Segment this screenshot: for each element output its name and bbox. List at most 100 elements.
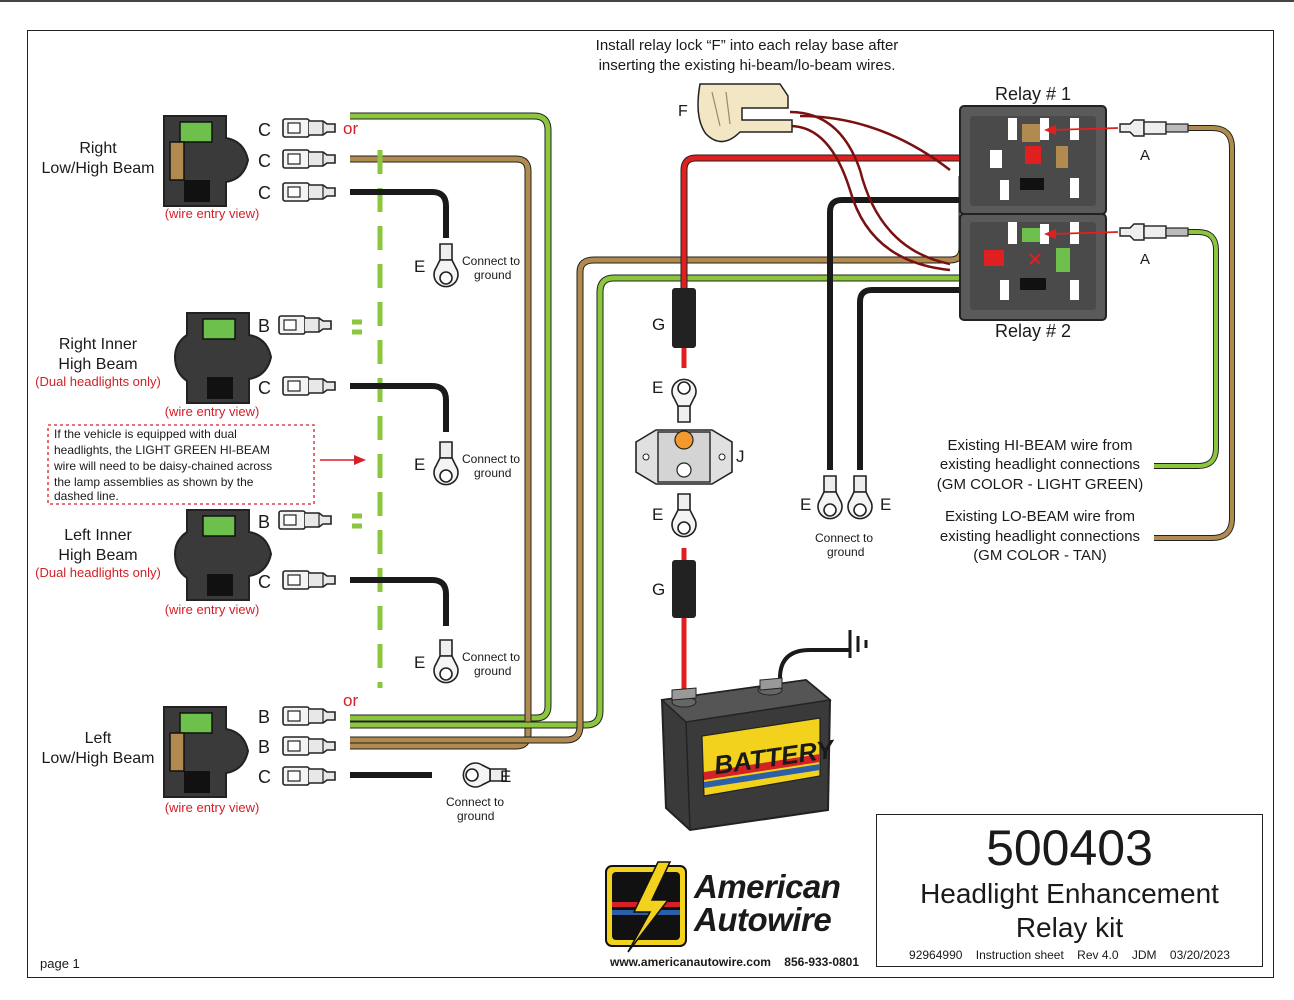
conn2-dual-note: (Dual headlights only) [35, 374, 161, 389]
existing-hi-beam-wire [1154, 230, 1218, 468]
relay2-insert-arrow [1049, 231, 1119, 235]
logo-wordmark: American Autowire [694, 868, 841, 936]
right-low-high-beam-connector [163, 115, 249, 207]
relay-2-label: Relay # 2 [995, 321, 1071, 341]
e-label: E [500, 767, 511, 786]
e-label: E [414, 455, 425, 474]
pin-label: C [258, 151, 271, 171]
dual-headlight-callout [47, 424, 315, 505]
phone-number: 856-933-0801 [784, 955, 860, 969]
g-label: G [652, 580, 665, 599]
existing-hi-outline [1154, 229, 1219, 469]
battery [660, 630, 868, 832]
fuse-holder-g-bottom [672, 560, 696, 618]
instruction-line-2: inserting the existing hi-beam/lo-beam w… [599, 57, 896, 74]
relay-lock-wire-2 [789, 124, 951, 272]
conn2-name-line2: High Beam [58, 356, 137, 373]
pin-label: C [258, 183, 271, 203]
conn2-name-line1: Right Inner [59, 336, 138, 353]
doc-number: 92964990 [909, 948, 963, 962]
ring-terminal-e-lower [671, 493, 697, 538]
ground-label: ground [474, 268, 511, 282]
conn4-name-line1: Left [85, 730, 112, 747]
existing-lo-outline [1154, 125, 1235, 541]
pin-label: C [258, 767, 271, 787]
f-label: F [678, 103, 688, 120]
g-label: G [652, 315, 665, 334]
red-power-outline [680, 154, 1000, 288]
relay-2 [959, 213, 1107, 321]
relay-1 [959, 105, 1107, 215]
relay-ground-ring-2 [847, 475, 873, 520]
ground-label: ground [827, 545, 864, 559]
pin-label: B [258, 707, 270, 727]
circuit-breaker-j [635, 429, 733, 485]
or-label-bottom: or [343, 691, 358, 710]
e-label: E [880, 495, 891, 514]
ground-ring-1 [433, 243, 459, 288]
instruction-line-1: Install relay lock “F” into each relay b… [596, 37, 899, 54]
or-label-top: or [343, 119, 358, 138]
pin-label: B [258, 737, 270, 757]
author: JDM [1131, 948, 1157, 962]
e-label: E [652, 505, 663, 524]
document-meta: 92964990 Instruction sheet Rev 4.0 JDM 0… [877, 948, 1262, 962]
diagram-frame [27, 30, 1274, 978]
left-low-high-beam-connector [163, 706, 249, 798]
callout-line: the lamp assemblies as shown by the [54, 475, 254, 489]
ground-label: ground [457, 809, 494, 823]
callout-line: headlights, the LIGHT GREEN HI-BEAM [54, 443, 270, 457]
relay2-ground-wire [857, 287, 968, 470]
existing-hi-line2: existing headlight connections [940, 456, 1140, 473]
relay-ground-ring-1 [817, 475, 843, 520]
ground-wire-2 [350, 383, 449, 432]
title-block: 500403 Headlight Enhancement Relay kit 9… [876, 814, 1263, 967]
relay1-ground-wire [827, 197, 968, 470]
connect-to-label: Connect to [446, 795, 504, 809]
website-link[interactable]: www.americanautowire.com [610, 955, 771, 969]
conn3-dual-note: (Dual headlights only) [35, 565, 161, 580]
existing-hi-line1: Existing HI-BEAM wire from [947, 437, 1132, 454]
conn4-view-note: (wire entry view) [165, 800, 260, 815]
connect-to-label: Connect to [462, 254, 520, 268]
green-hi-beam-wire [350, 113, 551, 721]
ground-wire-1 [350, 189, 449, 238]
part-number: 500403 [986, 820, 1153, 876]
logo-line-1: American [694, 868, 841, 905]
terminal-a-top [1119, 119, 1189, 137]
pin-label: C [258, 378, 271, 398]
ground-label: ground [474, 664, 511, 678]
conn1-name-line2: Low/High Beam [42, 160, 155, 177]
conn1-name-line1: Right [79, 140, 117, 157]
relay1-insert-arrowhead [1044, 125, 1056, 135]
pin-label: B [258, 512, 270, 532]
callout-line: If the vehicle is equipped with dual [54, 427, 237, 441]
page-number: page 1 [40, 956, 80, 971]
connect-to-label: Connect to [462, 650, 520, 664]
right-inner-high-beam-connector [174, 312, 272, 404]
connect-to-label: Connect to [815, 531, 873, 545]
product-title-line1: Headlight Enhancement [920, 878, 1219, 909]
callout-arrowhead [354, 455, 366, 465]
relay-1-label: Relay # 1 [995, 84, 1071, 104]
conn4-name-line2: Low/High Beam [42, 750, 155, 767]
existing-lo-line3: (GM COLOR - TAN) [973, 547, 1107, 564]
pin-label: C [258, 572, 271, 592]
doc-type: Instruction sheet [975, 948, 1064, 962]
relay-lock-wire-1 [789, 110, 951, 266]
e-label: E [652, 378, 663, 397]
green-relay-feed-wire [350, 275, 960, 728]
ground-ring-2 [433, 441, 459, 486]
pin-label: C [258, 120, 271, 140]
page-top-rule [0, 0, 1294, 2]
a-label: A [1140, 251, 1150, 268]
ground-ring-3 [433, 639, 459, 684]
ring-terminal-e-upper [671, 378, 697, 423]
pin-label: B [258, 316, 270, 336]
conn1-view-note: (wire entry view) [165, 206, 260, 221]
left-inner-high-beam-connector [174, 509, 272, 601]
terminal-a-bottom [1119, 223, 1189, 241]
contact-line: www.americanautowire.com 856-933-0801 [610, 955, 859, 969]
revision: Rev 4.0 [1077, 948, 1119, 962]
connect-to-label: Connect to [462, 452, 520, 466]
